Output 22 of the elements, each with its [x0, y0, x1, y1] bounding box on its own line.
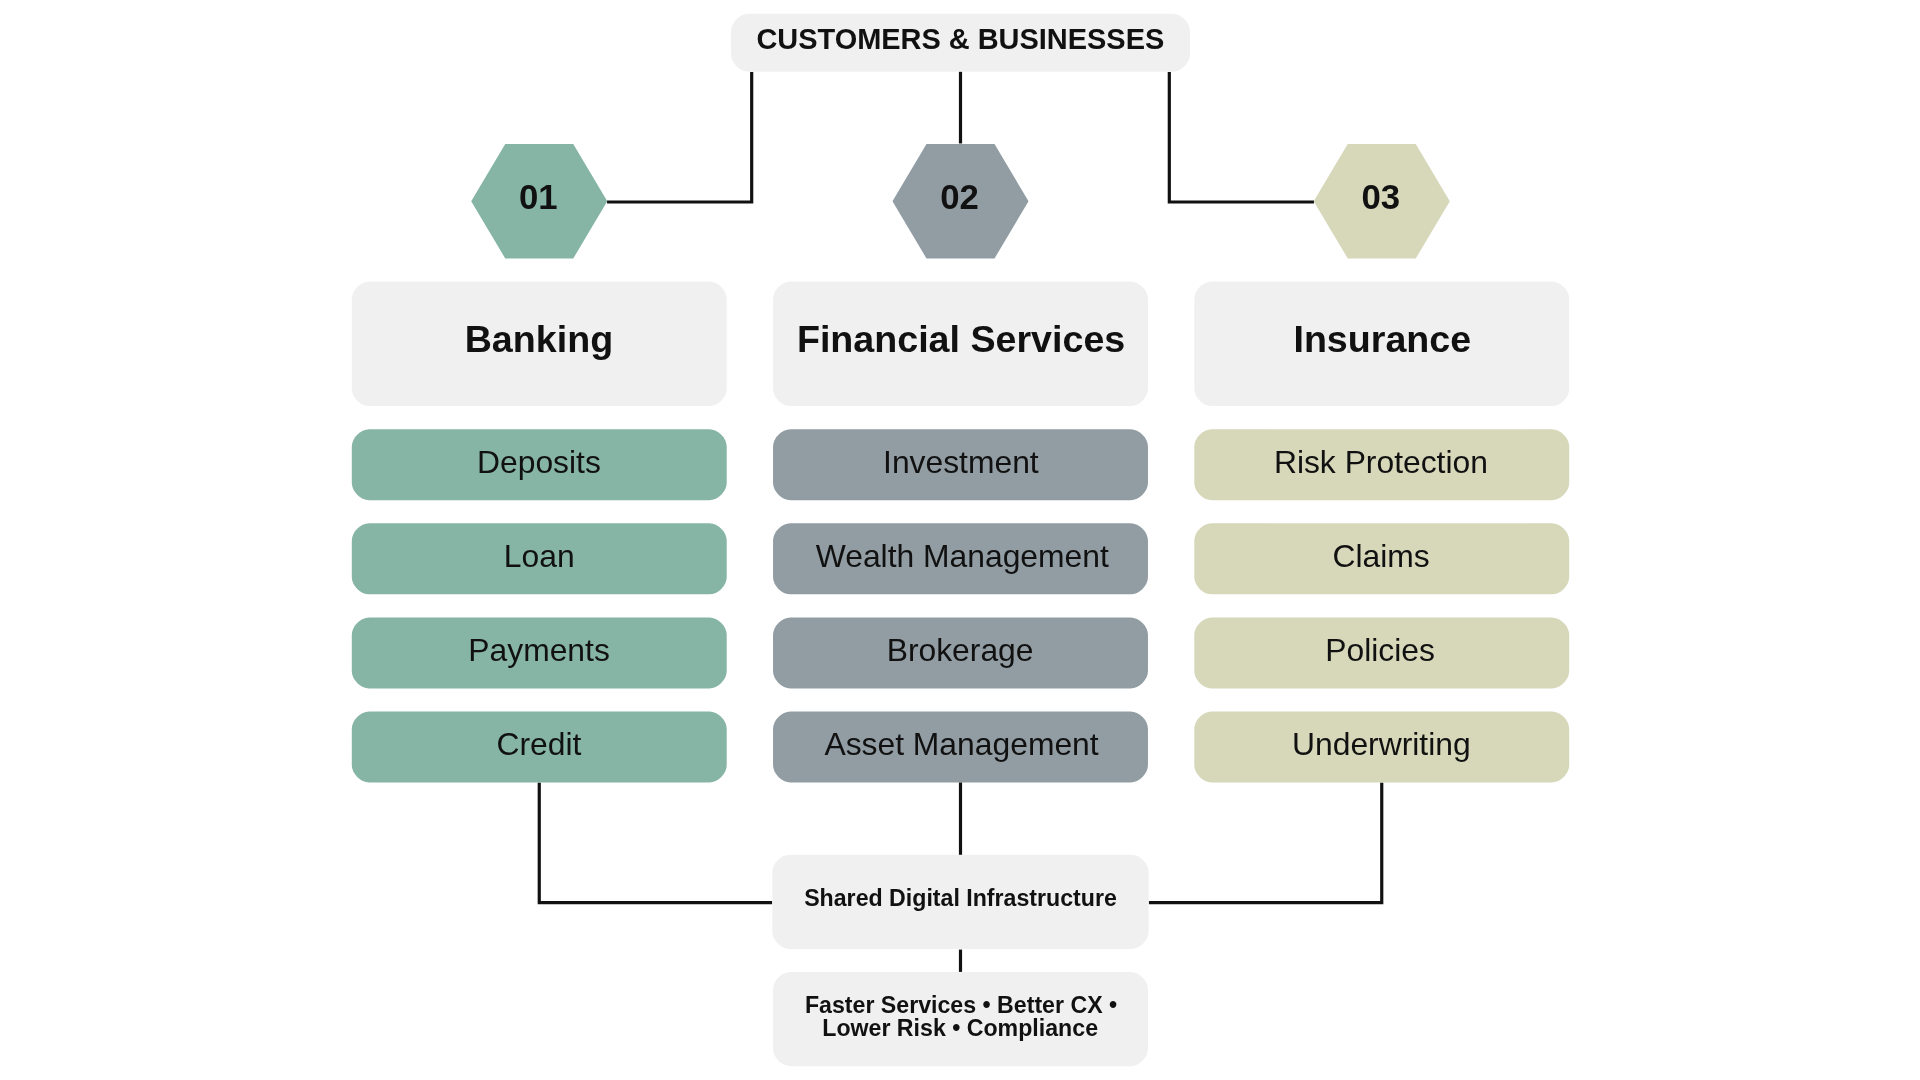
node-box: Risk Protection [1193, 429, 1569, 501]
node-box: Loan [351, 523, 727, 595]
node-box: Underwriting [1193, 711, 1569, 783]
node-box: Deposits [351, 429, 727, 501]
connector [958, 782, 962, 855]
connector [606, 71, 753, 204]
connector [1148, 782, 1383, 905]
node-box: Faster Services • Better CX • Lower Risk • Compliance [772, 972, 1148, 1067]
node-box: Investment [772, 429, 1148, 501]
connector [958, 71, 962, 144]
node-box: Policies [1193, 617, 1569, 689]
connector [958, 949, 962, 972]
node-box: Wealth Management [772, 523, 1148, 595]
node-box: Claims [1193, 523, 1569, 595]
node-box: Brokerage [772, 617, 1148, 689]
node-box: Shared Digital Infrastructure [771, 854, 1149, 949]
connector [1167, 71, 1314, 204]
node-box: Payments [351, 617, 727, 689]
node-box: Asset Management [772, 711, 1148, 783]
node-box: Credit [351, 711, 727, 783]
connector [537, 782, 772, 905]
node-box: CUSTOMERS & BUSINESSES [730, 13, 1190, 72]
